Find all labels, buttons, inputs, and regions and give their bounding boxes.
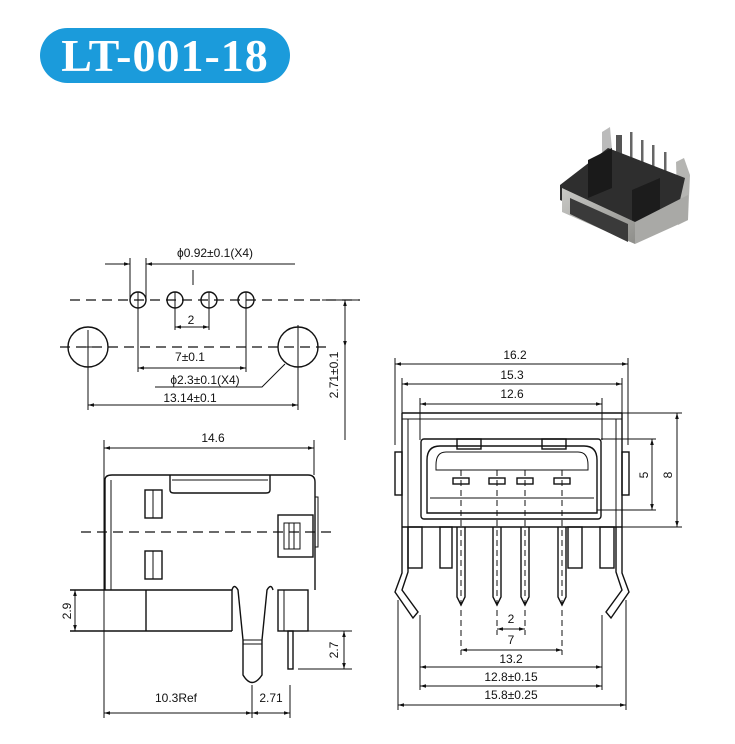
dim-height-8: 8 bbox=[661, 471, 675, 478]
dim-height-2-9: 2.9 bbox=[60, 602, 74, 619]
dim-pin-2-7: 2.7 bbox=[327, 641, 341, 658]
dim-width-13-2: 13.2 bbox=[499, 652, 523, 666]
dim-ref: 10.3Ref bbox=[155, 691, 198, 705]
dim-height-5: 5 bbox=[637, 471, 651, 478]
dim-hole-small: ϕ0.92±0.1(X4) bbox=[177, 246, 253, 260]
dim-pitch-7: 7±0.1 bbox=[175, 350, 205, 364]
dim-width-16-2: 16.2 bbox=[503, 348, 527, 362]
dim-offset: 2.71±0.1 bbox=[327, 351, 341, 398]
contact-pins bbox=[456, 470, 567, 655]
dim-pitch-2: 2 bbox=[188, 313, 195, 327]
part-number-badge: LT-001-18 bbox=[40, 28, 290, 83]
dim-pin-pitch-7: 7 bbox=[508, 633, 515, 647]
dim-hole-large: ϕ2.3±0.1(X4) bbox=[170, 373, 239, 387]
dim-pin-pitch-2: 2 bbox=[508, 612, 515, 626]
side-view: 14.6 2.9 2.7 10.3Ref 2.71 bbox=[60, 431, 352, 718]
dim-span: 13.14±0.1 bbox=[163, 391, 217, 405]
dim-length: 14.6 bbox=[201, 431, 225, 445]
dim-width-12-6: 12.6 bbox=[500, 387, 524, 401]
top-view-footprint: ϕ0.92±0.1(X4) 2 7±0.1 ϕ2.3±0.1(X4) 13.14… bbox=[60, 246, 360, 440]
product-photo bbox=[560, 127, 690, 244]
dim-width-12-8: 12.8±0.15 bbox=[484, 670, 538, 684]
front-view: 16.2 15.3 12.6 5 8 bbox=[394, 348, 682, 710]
dim-width-15-8: 15.8±0.25 bbox=[484, 688, 538, 702]
dim-pin-offset: 2.71 bbox=[259, 691, 283, 705]
dim-width-15-3: 15.3 bbox=[500, 368, 524, 382]
